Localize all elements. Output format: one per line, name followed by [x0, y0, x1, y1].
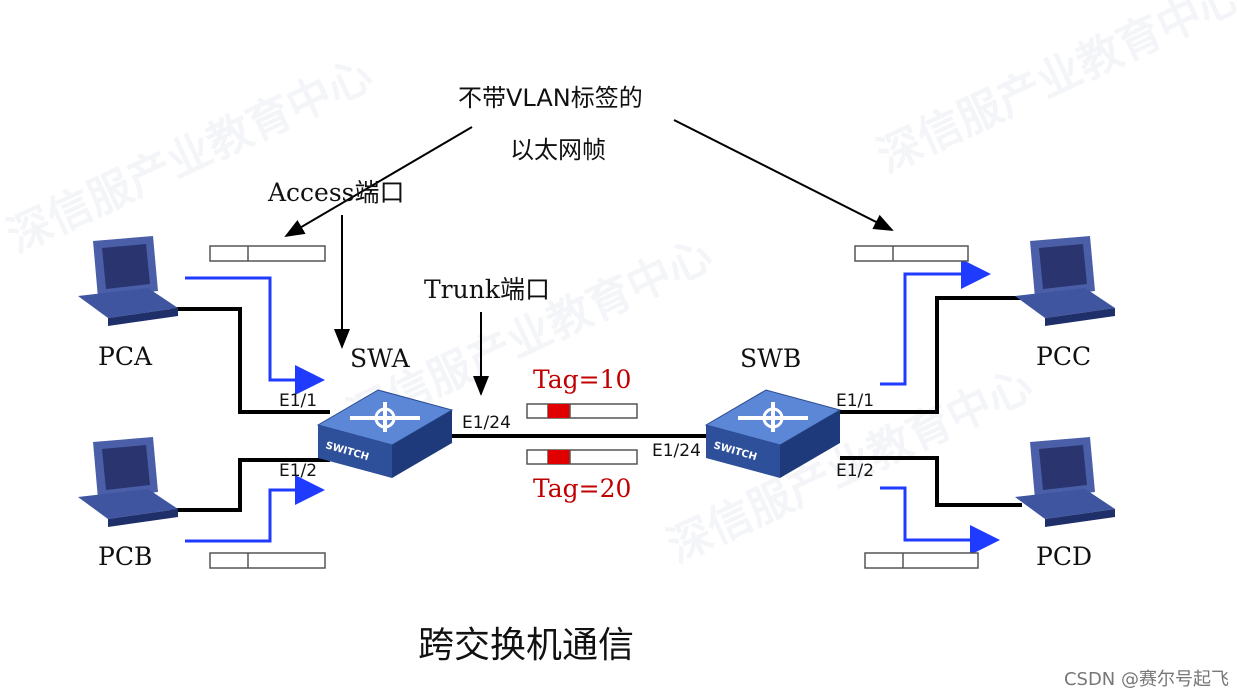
- tag-label-20: Tag=20: [533, 474, 632, 503]
- port-label: E1/1: [279, 391, 318, 411]
- csdn-watermark: CSDN @赛尔号起飞: [1063, 669, 1229, 690]
- port-label: E1/2: [836, 461, 875, 481]
- diagram-title: 跨交换机通信: [418, 625, 635, 666]
- tag-label-10: Tag=10: [533, 365, 632, 394]
- pcd-label: PCD: [1036, 542, 1092, 571]
- frame-untagged-pca: [209, 245, 326, 262]
- link-swb-pcc: [840, 296, 1022, 414]
- note-line1: 不带VLAN标签的: [458, 84, 643, 112]
- frame-untagged-pcc: [854, 245, 969, 262]
- link-swb-pcd: [840, 456, 1022, 507]
- pcc-label: PCC: [1036, 342, 1092, 371]
- vlan-tag-marker: [548, 404, 570, 418]
- flow-arrow-pcd: [880, 486, 1000, 555]
- swb-label: SWB: [740, 344, 802, 373]
- trunk-port-label: Trunk端口: [424, 275, 550, 304]
- switch-swa: SWITCH: [316, 389, 454, 478]
- frame-untagged-pcb: [209, 552, 326, 569]
- frame-untagged-pcd: [864, 552, 979, 569]
- flow-arrow-pcc: [880, 259, 991, 386]
- access-port-label: Access端口: [268, 178, 405, 207]
- pc-icon: [1015, 236, 1115, 326]
- link-pcb-swa: [170, 458, 330, 512]
- port-label: E1/2: [279, 461, 318, 481]
- pc-icon: [78, 437, 178, 527]
- annotation-arrow-left: [284, 126, 473, 238]
- link-pca-swa: [170, 307, 330, 414]
- frame-tagged-20: [526, 449, 638, 465]
- flow-arrow-pcb: [185, 475, 325, 543]
- annotation-arrow-right: [673, 119, 894, 231]
- note-line2: 以太网帧: [510, 136, 606, 164]
- pca-label: PCA: [98, 342, 153, 371]
- pc-icon: [78, 236, 178, 326]
- pcb-label: PCB: [98, 542, 153, 571]
- vlan-tag-marker: [548, 450, 570, 464]
- swa-label: SWA: [350, 344, 410, 373]
- flow-arrow-pca: [185, 276, 325, 395]
- frame-tagged-10: [526, 403, 638, 419]
- switch-swb: SWITCH: [704, 389, 842, 478]
- port-label: E1/24: [462, 413, 511, 433]
- pc-icon: [1015, 437, 1115, 527]
- port-label: E1/24: [652, 441, 701, 461]
- port-label: E1/1: [836, 391, 875, 411]
